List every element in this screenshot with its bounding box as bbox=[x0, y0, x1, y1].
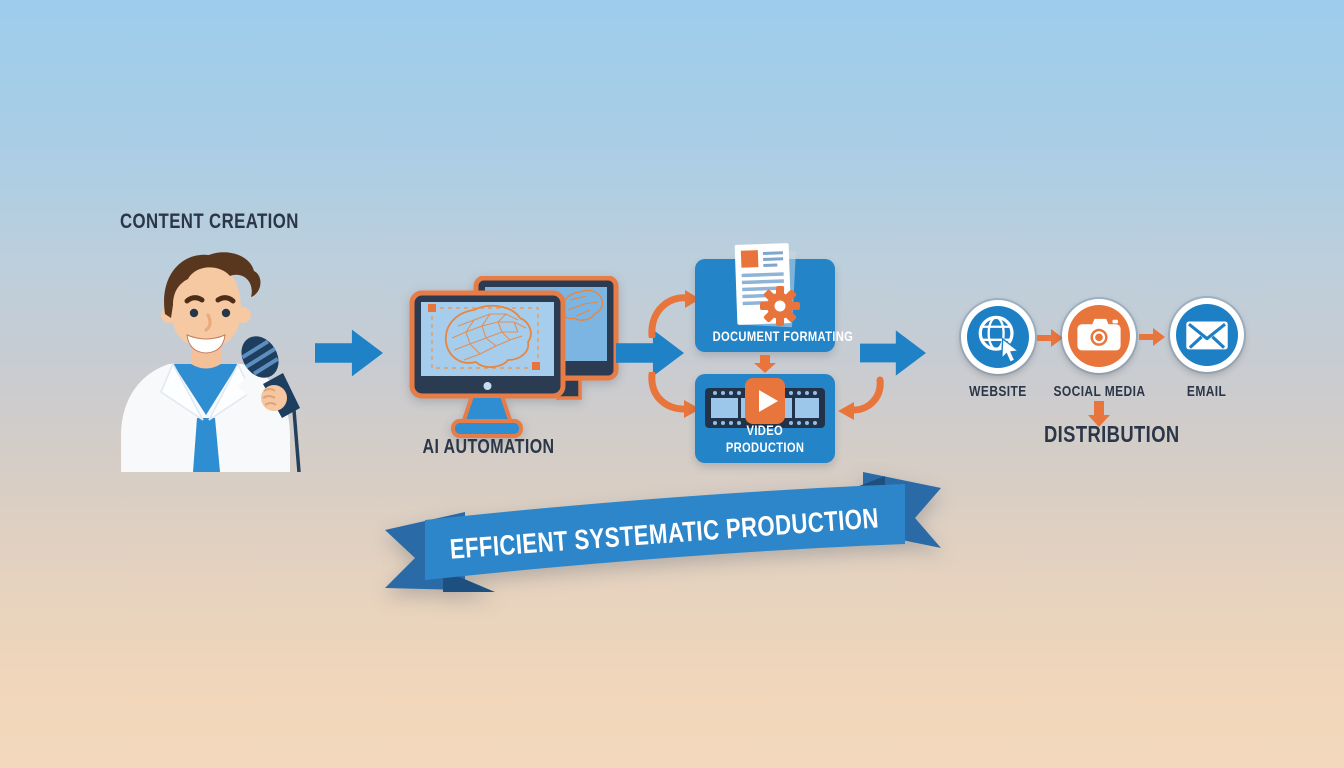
camera-icon bbox=[1077, 318, 1121, 351]
ai-monitors-illustration bbox=[409, 276, 619, 438]
content-creation-label: CONTENT CREATION bbox=[120, 210, 299, 233]
gear-icon bbox=[760, 286, 800, 326]
loop-arrow-icon bbox=[838, 376, 884, 420]
email-label: EMAIL bbox=[1187, 383, 1227, 400]
webcam-dot bbox=[483, 382, 492, 390]
shirt bbox=[173, 364, 238, 415]
video-production-box: VIDEO PRODUCTION bbox=[695, 374, 835, 463]
channel-arrow-1-icon bbox=[1037, 329, 1063, 347]
channel-arrow-2-icon bbox=[1139, 328, 1165, 346]
ai-automation-label: AI AUTOMATION bbox=[422, 436, 555, 458]
film-strip-icon bbox=[705, 378, 825, 428]
document-gear-icon bbox=[734, 243, 800, 328]
flow-arrow-2-icon bbox=[616, 329, 684, 377]
website-circle bbox=[961, 300, 1035, 374]
globe-cursor-icon bbox=[978, 315, 1021, 364]
distribution-arrow-down-icon bbox=[1088, 401, 1110, 427]
social-media-label: SOCIAL MEDIA bbox=[1053, 383, 1145, 400]
document-formatting-label: DOCUMENT FORMATING bbox=[712, 327, 854, 344]
box-connector-arrow-icon bbox=[754, 355, 776, 373]
hair bbox=[164, 252, 261, 318]
branch-arrow-down-icon bbox=[648, 372, 700, 418]
flow-arrow-3-icon bbox=[860, 330, 926, 376]
brain-wireframe-icon bbox=[445, 304, 532, 368]
email-circle bbox=[1170, 298, 1244, 372]
distribution-label: DISTRIBUTION bbox=[1043, 421, 1180, 447]
smile bbox=[186, 334, 226, 354]
video-production-label: VIDEO PRODUCTION bbox=[725, 421, 805, 455]
envelope-icon bbox=[1186, 321, 1228, 350]
presenter-illustration bbox=[121, 252, 301, 472]
ribbon-band bbox=[425, 484, 905, 580]
face bbox=[171, 264, 241, 348]
branch-arrow-up-icon bbox=[648, 290, 700, 338]
play-button-icon bbox=[745, 378, 785, 424]
website-label: WEBSITE bbox=[969, 383, 1027, 400]
ribbon-banner: EFFICIENT SYSTEMATIC PRODUCTION bbox=[385, 472, 941, 592]
flow-arrow-1-icon bbox=[315, 329, 383, 377]
social-media-circle bbox=[1062, 299, 1136, 373]
front-monitor bbox=[409, 290, 566, 399]
